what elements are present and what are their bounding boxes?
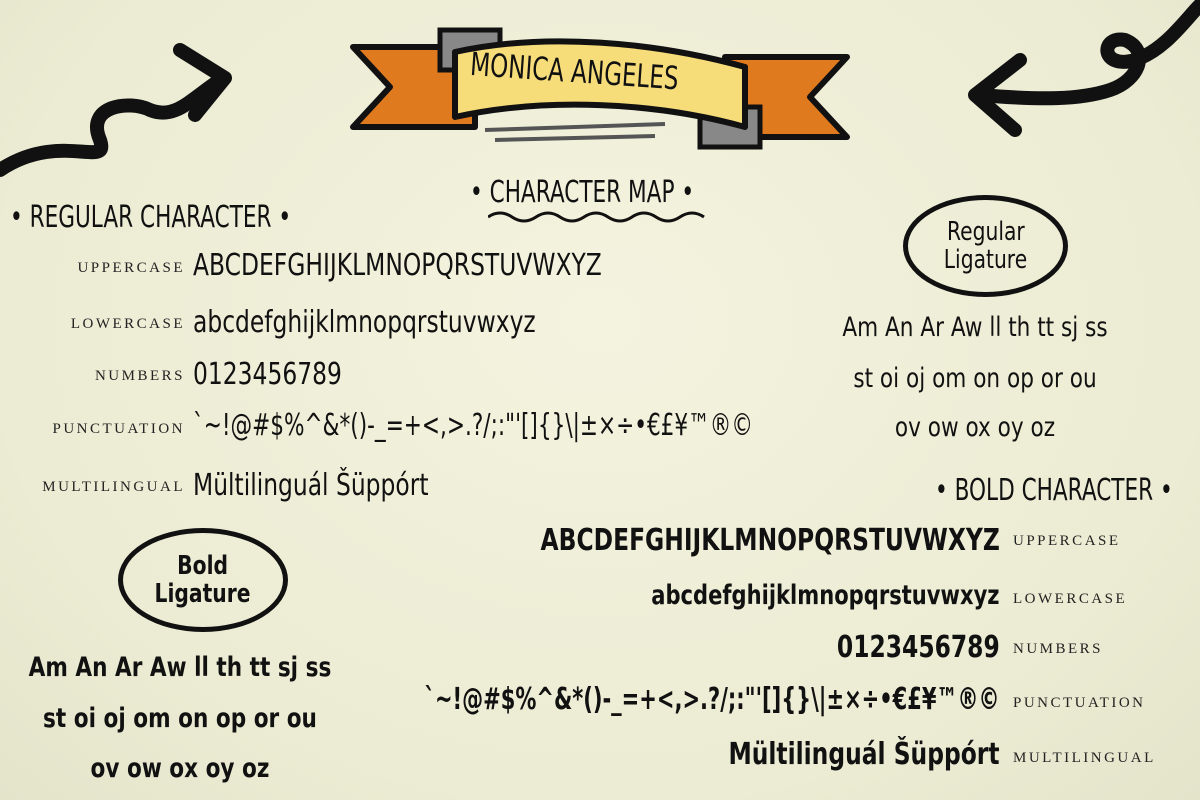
bold-punctuation-value: `~!@#$%^&*()-_=+<,>.?/;:"'[]{}\|±×÷•€£¥™… — [424, 682, 1000, 717]
regular-numbers-label: NUMBERS — [94, 368, 185, 384]
bold-ligature-badge: Bold Ligature — [118, 528, 288, 632]
bold-numbers-label: NUMBERS — [1013, 641, 1104, 657]
bold-punctuation-label: PUNCTUATION — [1013, 695, 1146, 711]
regular-ligature-title-1: Regular — [946, 217, 1025, 247]
bold-ligature-title-2: Ligature — [155, 579, 251, 609]
bold-multilingual-label: MULTILINGUAL — [1013, 750, 1156, 766]
regular-multilingual-value: Mültilinguál Šüppórt — [193, 468, 429, 503]
bold-ligature-line: Am An Ar Aw ll th tt sj ss — [28, 652, 332, 683]
regular-uppercase-label: UPPERCASE — [77, 260, 185, 276]
bold-lowercase-label: LOWERCASE — [1013, 591, 1128, 607]
bold-ligature-line: st oi oj om on op or ou — [43, 703, 317, 734]
regular-ligature-title-2: Ligature — [943, 245, 1028, 275]
bold-multilingual-value: Mültilinguál Šüppórt — [728, 737, 1000, 772]
curly-arrow-right-icon — [0, 43, 232, 177]
bold-lowercase-value: abcdefghijklmnopqrstuvwxyz — [651, 580, 1000, 611]
regular-ligature-line: ov ow ox oy oz — [894, 412, 1056, 443]
bold-uppercase-label: UPPERCASE — [1013, 533, 1121, 549]
regular-character-heading-wrap: • REGULAR CHARACTER • — [10, 200, 401, 235]
regular-punctuation-value: `~!@#$%^&*()-_=+<,>.?/;:"'[]{}\|±×÷•€£¥™… — [193, 408, 753, 443]
bold-numbers-value: 0123456789 — [837, 630, 1000, 665]
bold-ligature-line: ov ow ox oy oz — [90, 753, 270, 784]
bold-character-heading: • BOLD CHARACTER • — [935, 473, 1173, 508]
regular-uppercase-value: ABCDEFGHIJKLMNOPQRSTUVWXYZ — [193, 248, 602, 283]
bold-uppercase-value: ABCDEFGHIJKLMNOPQRSTUVWXYZ — [540, 523, 1000, 558]
regular-numbers-value: 0123456789 — [193, 357, 342, 392]
wavy-underline — [488, 211, 705, 223]
regular-ligature-badge: Regular Ligature — [903, 195, 1068, 297]
regular-punctuation-label: PUNCTUATION — [52, 421, 185, 437]
character-map-heading: • CHARACTER MAP • — [470, 175, 695, 210]
regular-ligature-line: Am An Ar Aw ll th tt sj ss — [842, 312, 1108, 343]
regular-character-heading: • REGULAR CHARACTER • — [10, 200, 292, 235]
regular-multilingual-label: MULTILINGUAL — [42, 479, 185, 495]
ribbon-banner — [350, 27, 850, 150]
bold-ligature-title-1: Bold — [177, 551, 229, 581]
curly-arrow-left-icon — [968, 0, 1200, 137]
regular-ligature-line: st oi oj om on op or ou — [853, 363, 1097, 394]
regular-lowercase-label: LOWERCASE — [70, 316, 185, 332]
regular-lowercase-value: abcdefghijklmnopqrstuvwxyz — [193, 305, 536, 340]
bold-character-heading-wrap: • BOLD CHARACTER • — [935, 473, 1200, 508]
character-map-heading-wrap: • CHARACTER MAP • — [470, 175, 781, 210]
